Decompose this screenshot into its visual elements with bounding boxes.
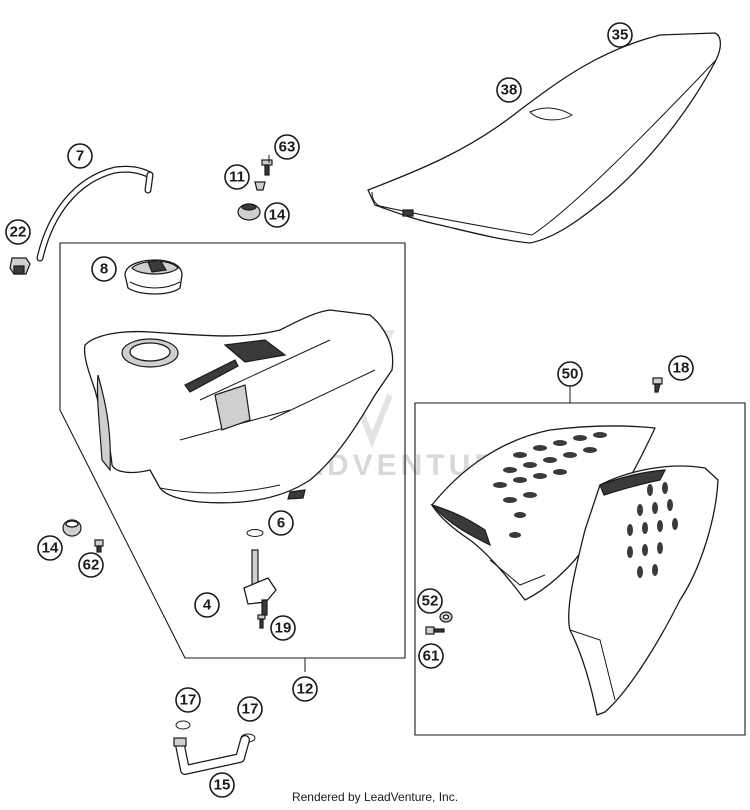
hose-connector-part[interactable] — [9, 257, 31, 275]
callout-17-right[interactable]: 17 — [237, 696, 263, 722]
left-spoiler-part[interactable] — [430, 425, 656, 601]
callout-11[interactable]: 11 — [224, 164, 250, 190]
callout-12[interactable]: 12 — [292, 676, 318, 702]
svg-text:38: 38 — [501, 82, 518, 99]
svg-text:14: 14 — [42, 540, 59, 557]
right-spoiler-part[interactable] — [568, 465, 719, 716]
callout-15[interactable]: 15 — [209, 772, 235, 798]
callout-6[interactable]: 6 — [268, 510, 294, 536]
fuel-tap-screw-part[interactable] — [257, 614, 266, 629]
svg-text:12: 12 — [297, 681, 314, 698]
svg-text:15: 15 — [214, 777, 231, 794]
svg-text:63: 63 — [279, 139, 296, 156]
svg-text:6: 6 — [277, 515, 285, 532]
rubber-bushing-top-part[interactable] — [237, 203, 261, 221]
fuel-hose-part[interactable] — [173, 735, 250, 775]
callout-63[interactable]: 63 — [274, 134, 300, 160]
spoiler-washer-part[interactable] — [439, 611, 453, 623]
callout-17-left[interactable]: 17 — [175, 687, 201, 713]
tank-washer-part[interactable] — [254, 181, 266, 191]
svg-text:17: 17 — [242, 701, 259, 718]
callout-14-top[interactable]: 14 — [264, 202, 290, 228]
hose-clamp-left-part[interactable] — [175, 720, 191, 730]
bushing-screw-part[interactable] — [94, 539, 104, 553]
spoiler-screw-top-part[interactable] — [652, 377, 663, 393]
callout-50[interactable]: 50 — [557, 361, 583, 387]
svg-text:62: 62 — [83, 557, 100, 574]
fuel-tap-part[interactable] — [243, 549, 277, 616]
svg-text:19: 19 — [275, 620, 292, 637]
svg-text:18: 18 — [673, 360, 690, 377]
svg-text:35: 35 — [612, 27, 629, 44]
svg-text:11: 11 — [229, 169, 245, 186]
fuel-cap-part[interactable] — [124, 259, 183, 295]
svg-text:50: 50 — [562, 366, 579, 383]
o-ring-part[interactable] — [246, 529, 264, 537]
seat-part[interactable] — [367, 32, 722, 244]
callout-35[interactable]: 35 — [607, 22, 633, 48]
rubber-bushing-lower-part[interactable] — [62, 519, 82, 537]
callout-38[interactable]: 38 — [496, 77, 522, 103]
callout-18[interactable]: 18 — [668, 355, 694, 381]
callout-61[interactable]: 61 — [418, 643, 444, 669]
callout-22[interactable]: 22 — [5, 219, 31, 245]
callout-19[interactable]: 19 — [270, 615, 296, 641]
spoiler-screw-lower-part[interactable] — [425, 626, 445, 635]
svg-text:52: 52 — [422, 593, 439, 610]
callout-52[interactable]: 52 — [417, 588, 443, 614]
svg-text:7: 7 — [76, 148, 84, 165]
svg-text:22: 22 — [10, 224, 27, 241]
tank-screw-part[interactable] — [261, 159, 273, 176]
callout-62[interactable]: 62 — [78, 552, 104, 578]
svg-text:61: 61 — [423, 648, 440, 665]
svg-text:17: 17 — [180, 692, 197, 709]
svg-text:14: 14 — [269, 207, 286, 224]
callout-7[interactable]: 7 — [67, 143, 93, 169]
callout-14-lower[interactable]: 14 — [37, 535, 63, 561]
fuel-tank-group-frame — [59, 242, 406, 659]
vent-hose-part[interactable] — [36, 165, 154, 262]
callout-8[interactable]: 8 — [91, 256, 117, 282]
svg-text:4: 4 — [203, 597, 212, 614]
footer-credit: Rendered by LeadVenture, Inc. — [291, 790, 459, 804]
spoiler-group-frame — [414, 402, 746, 736]
fuel-tank-part[interactable] — [83, 309, 394, 504]
svg-text:8: 8 — [100, 261, 108, 278]
callout-4[interactable]: 4 — [194, 592, 220, 618]
